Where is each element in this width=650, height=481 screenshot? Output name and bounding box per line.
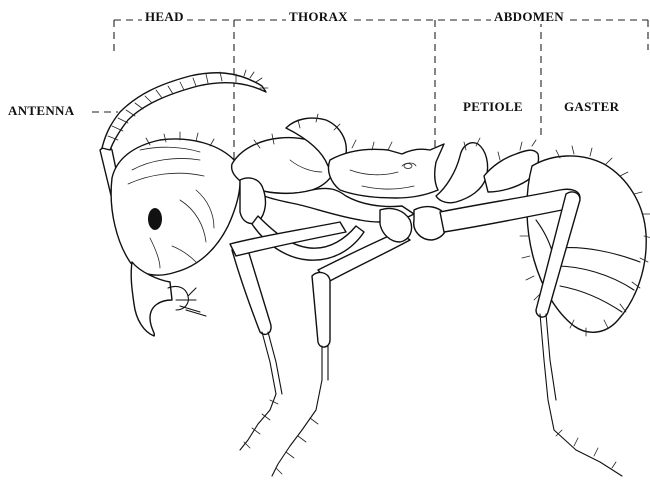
petiole [436,138,539,203]
front-tibia [232,246,271,335]
hind-tarsus [540,314,622,476]
front-leg [230,178,364,450]
label-antenna: ANTENNA [8,104,76,118]
middle-tarsus [272,346,322,476]
compound-eye [148,208,162,230]
label-head: HEAD [142,10,187,24]
antenna-funiculus [102,73,266,150]
middle-tibia [312,273,330,348]
head-capsule [111,139,240,275]
head [111,132,240,336]
petiole-node [436,143,488,203]
mouthparts [168,286,206,316]
label-gaster: GASTER [562,100,621,114]
label-abdomen: ABDOMEN [491,10,567,24]
front-coxa [240,178,265,224]
label-petiole: PETIOLE [461,100,525,114]
label-thorax: THORAX [286,10,351,24]
